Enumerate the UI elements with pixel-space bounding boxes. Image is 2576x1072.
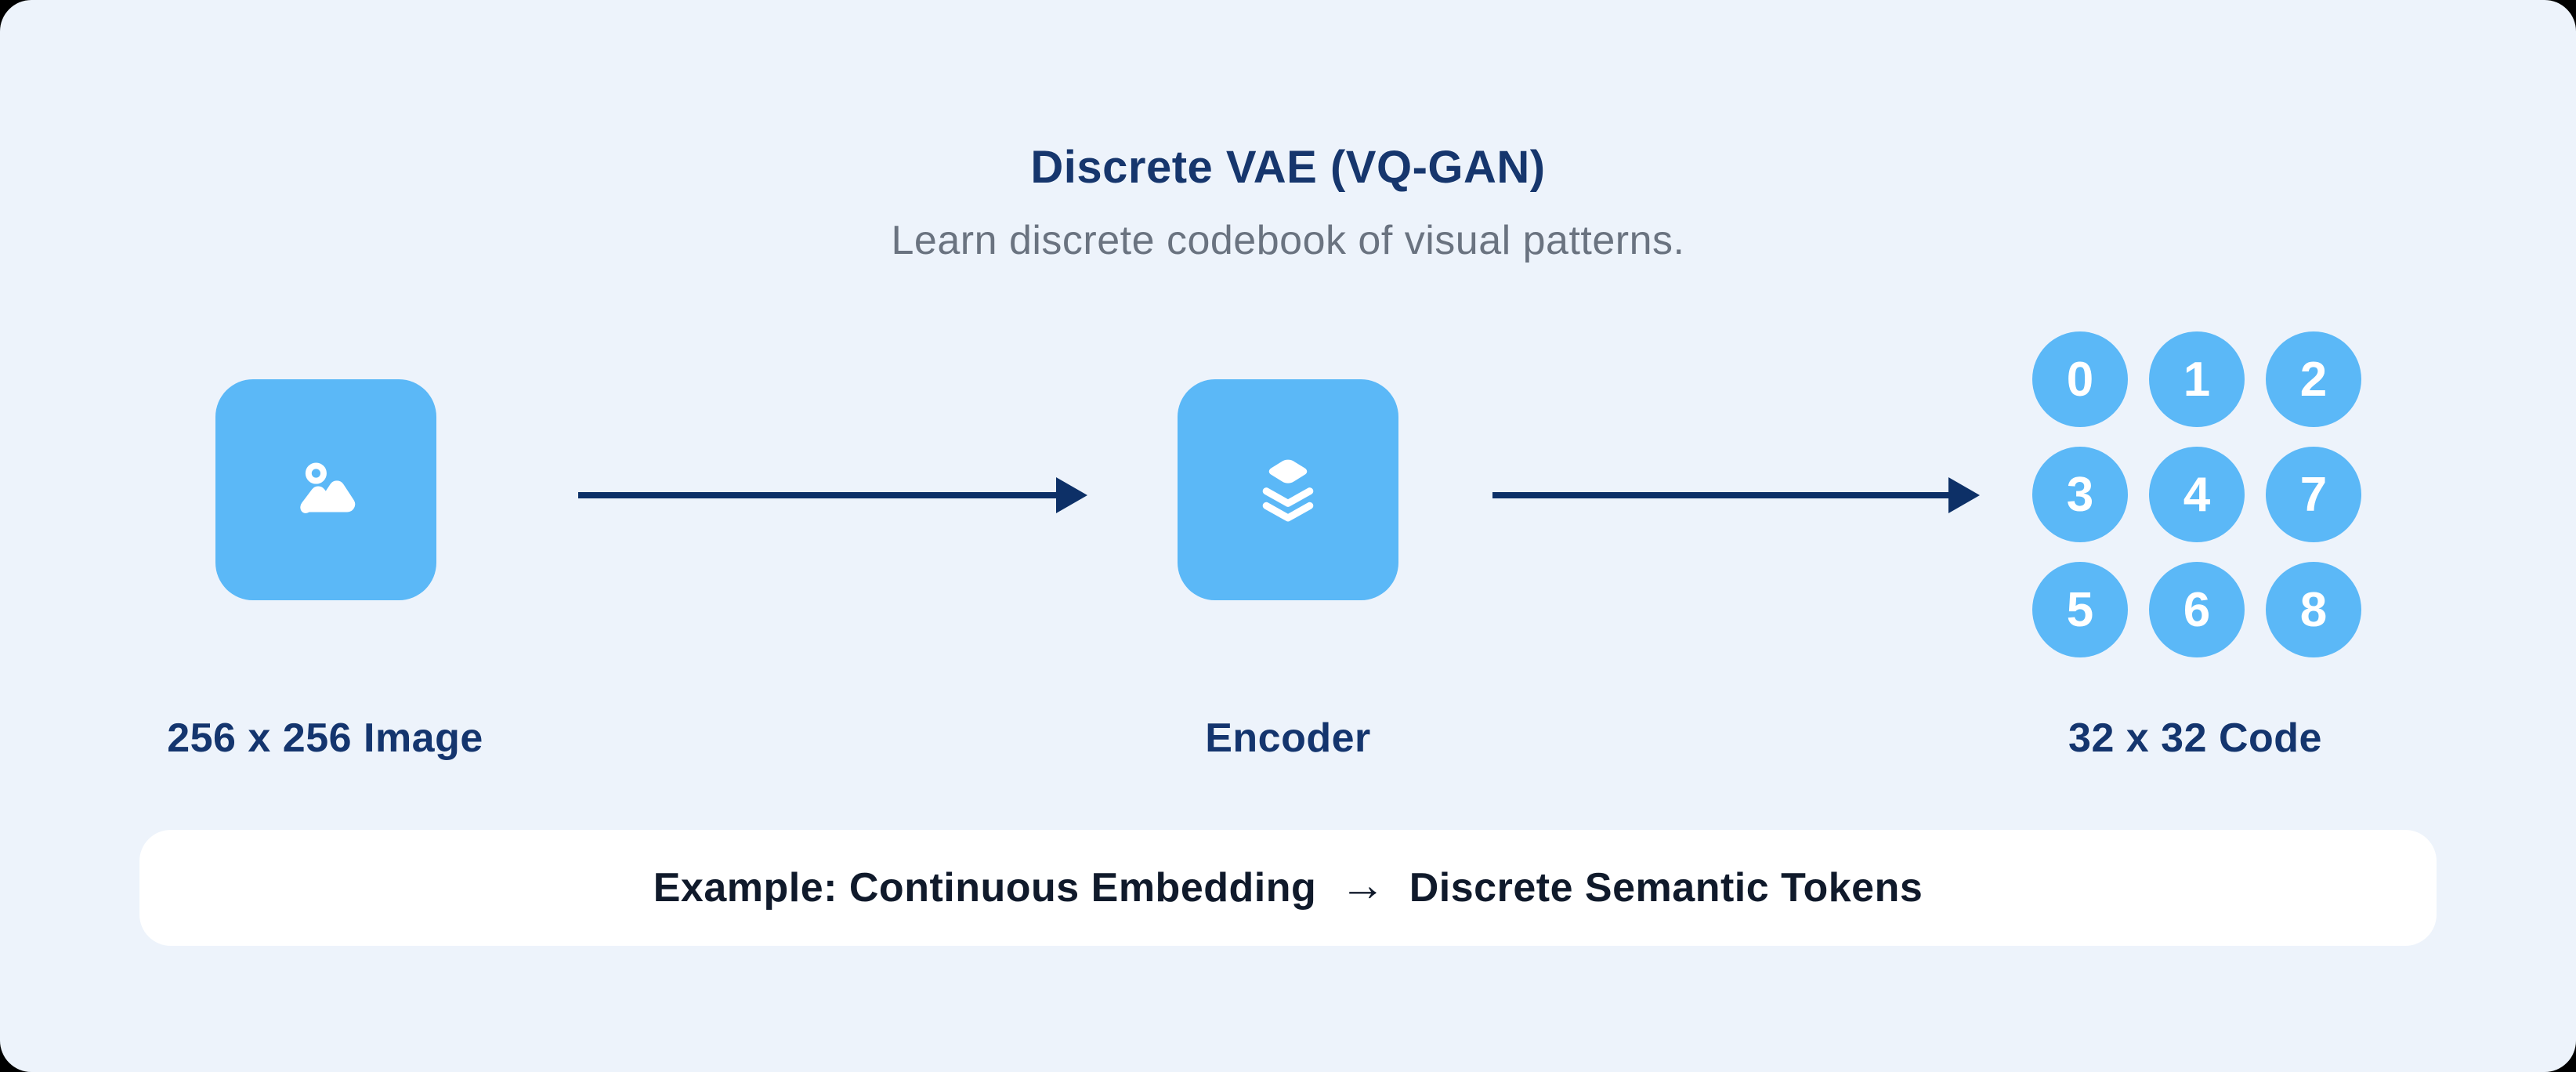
diagram-header: Discrete VAE (VQ-GAN) Learn discrete cod… bbox=[0, 141, 2576, 264]
arrow-right-glyph: → bbox=[1340, 860, 1386, 911]
diagram-subtitle: Learn discrete codebook of visual patter… bbox=[891, 218, 1685, 263]
input-image-box bbox=[215, 379, 436, 600]
arrow-right-icon bbox=[1492, 477, 1980, 513]
input-image-label: 256 x 256 Image bbox=[167, 715, 483, 761]
code-token: 1 bbox=[2149, 331, 2245, 427]
layers-icon-top bbox=[1268, 459, 1308, 483]
code-token: 2 bbox=[2266, 331, 2361, 427]
image-icon-sun bbox=[305, 462, 327, 484]
layers-icon bbox=[1262, 459, 1314, 522]
encoder-box bbox=[1178, 379, 1398, 600]
code-token: 0 bbox=[2032, 331, 2128, 427]
code-token: 3 bbox=[2032, 447, 2128, 542]
layers-icon-bottom bbox=[1262, 502, 1314, 522]
arrow-right-icon bbox=[578, 477, 1087, 513]
image-icon bbox=[300, 462, 356, 513]
banner-text-left: Example: Continuous Embedding bbox=[653, 865, 1317, 911]
layers-icon-middle bbox=[1262, 487, 1314, 507]
code-token: 7 bbox=[2266, 447, 2361, 542]
banner-text-right: Discrete Semantic Tokens bbox=[1409, 865, 1923, 911]
code-token: 8 bbox=[2266, 562, 2361, 657]
arrow-head bbox=[1948, 477, 1980, 513]
arrow-head bbox=[1056, 477, 1087, 513]
image-icon-mountains bbox=[300, 480, 356, 513]
code-token: 4 bbox=[2149, 447, 2245, 542]
example-banner: Example: Continuous Embedding → Discrete… bbox=[139, 830, 2437, 946]
code-token-grid: 0 1 2 3 4 7 5 6 8 bbox=[2032, 331, 2361, 657]
code-label: 32 x 32 Code bbox=[2068, 715, 2322, 761]
diagram-title: Discrete VAE (VQ-GAN) bbox=[1030, 142, 1546, 193]
code-token: 6 bbox=[2149, 562, 2245, 657]
encoder-label: Encoder bbox=[1205, 715, 1371, 761]
code-token: 5 bbox=[2032, 562, 2128, 657]
